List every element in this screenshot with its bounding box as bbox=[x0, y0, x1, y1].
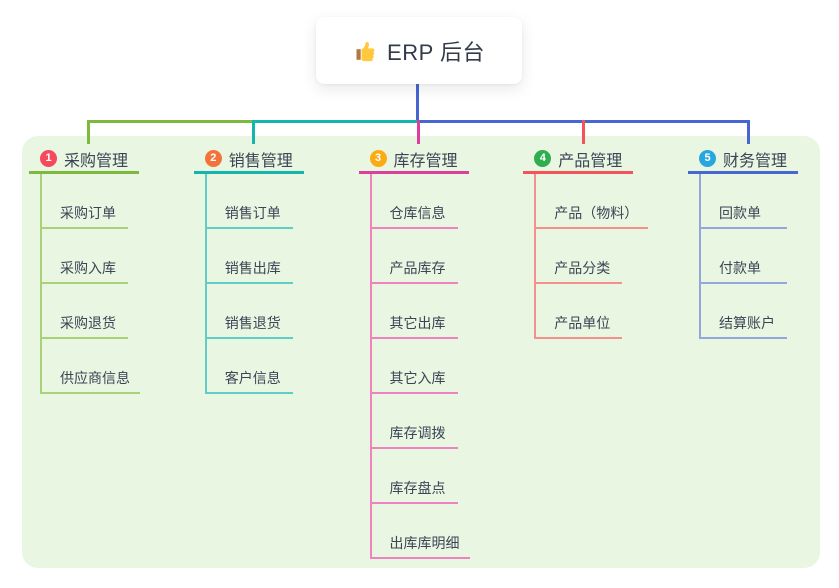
branch-drop-line-3 bbox=[417, 120, 420, 144]
branches-background-panel bbox=[22, 136, 820, 568]
branch-children: 产品（物料）产品分类产品单位 bbox=[534, 174, 649, 339]
branch-node-3[interactable]: 3 库存管理 bbox=[358, 146, 469, 174]
branch-number-badge: 5 bbox=[699, 150, 716, 167]
child-node[interactable]: 仓库信息 bbox=[371, 174, 458, 229]
child-node[interactable]: 库存调拨 bbox=[371, 394, 458, 449]
branch-label: 销售管理 bbox=[228, 152, 293, 170]
thumbs-up-icon bbox=[353, 39, 377, 63]
branch-number-badge: 1 bbox=[40, 150, 57, 167]
branch-drop-line-1 bbox=[87, 120, 90, 144]
branch-node-5[interactable]: 5 财务管理 bbox=[688, 146, 798, 174]
branch-label: 产品管理 bbox=[558, 152, 623, 170]
branch-drop-line-2 bbox=[252, 120, 255, 144]
branch-node-1[interactable]: 1 采购管理 bbox=[29, 146, 139, 174]
branch-label: 财务管理 bbox=[723, 152, 788, 170]
child-node[interactable]: 付款单 bbox=[701, 229, 787, 284]
child-node[interactable]: 销售出库 bbox=[206, 229, 293, 284]
child-node[interactable]: 产品库存 bbox=[371, 229, 458, 284]
child-node[interactable]: 回款单 bbox=[701, 174, 787, 229]
branch-children: 仓库信息产品库存其它出库其它入库库存调拨库存盘点出库库明细 bbox=[369, 174, 470, 559]
root-node-title: ERP 后台 bbox=[387, 39, 485, 65]
branch-column-5: 5 财务管理回款单付款单结算账户 bbox=[688, 146, 798, 339]
branch-label: 采购管理 bbox=[64, 152, 129, 170]
child-node[interactable]: 采购订单 bbox=[42, 174, 128, 229]
branch-number-badge: 2 bbox=[204, 150, 222, 167]
child-node[interactable]: 产品单位 bbox=[536, 284, 623, 339]
branch-label: 库存管理 bbox=[393, 152, 458, 170]
root-trunk-line bbox=[416, 84, 419, 121]
child-node[interactable]: 供应商信息 bbox=[42, 339, 140, 394]
child-node[interactable]: 出库库明细 bbox=[371, 504, 470, 559]
child-node[interactable]: 销售退货 bbox=[206, 284, 293, 339]
root-node-erp[interactable]: ERP 后台 bbox=[316, 17, 522, 84]
child-node[interactable]: 其它出库 bbox=[371, 284, 458, 339]
child-node[interactable]: 库存盘点 bbox=[371, 449, 458, 504]
branch-column-4: 4 产品管理产品（物料）产品分类产品单位 bbox=[523, 146, 649, 339]
child-node[interactable]: 其它入库 bbox=[371, 339, 458, 394]
child-node[interactable]: 客户信息 bbox=[206, 339, 293, 394]
bus-segment-teal bbox=[252, 120, 420, 123]
branch-drop-line-5 bbox=[747, 120, 750, 144]
branch-column-3: 3 库存管理仓库信息产品库存其它出库其它入库库存调拨库存盘点出库库明细 bbox=[358, 146, 470, 559]
branch-drop-line-4 bbox=[582, 120, 585, 144]
child-node[interactable]: 产品（物料） bbox=[536, 174, 649, 229]
branch-number-badge: 3 bbox=[369, 150, 387, 167]
branch-children: 销售订单销售出库销售退货客户信息 bbox=[204, 174, 304, 394]
child-node[interactable]: 结算账户 bbox=[701, 284, 787, 339]
child-node[interactable]: 采购入库 bbox=[42, 229, 128, 284]
child-node[interactable]: 销售订单 bbox=[206, 174, 293, 229]
branch-children: 采购订单采购入库采购退货供应商信息 bbox=[40, 174, 140, 394]
bus-segment-green bbox=[87, 120, 252, 123]
branch-node-2[interactable]: 2 销售管理 bbox=[193, 146, 304, 174]
branch-column-2: 2 销售管理销售订单销售出库销售退货客户信息 bbox=[193, 146, 304, 394]
branch-number-badge: 4 bbox=[534, 150, 552, 167]
branch-column-1: 1 采购管理采购订单采购入库采购退货供应商信息 bbox=[29, 146, 140, 394]
branch-node-4[interactable]: 4 产品管理 bbox=[523, 146, 634, 174]
branch-children: 回款单付款单结算账户 bbox=[699, 174, 798, 339]
child-node[interactable]: 采购退货 bbox=[42, 284, 128, 339]
child-node[interactable]: 产品分类 bbox=[536, 229, 623, 284]
